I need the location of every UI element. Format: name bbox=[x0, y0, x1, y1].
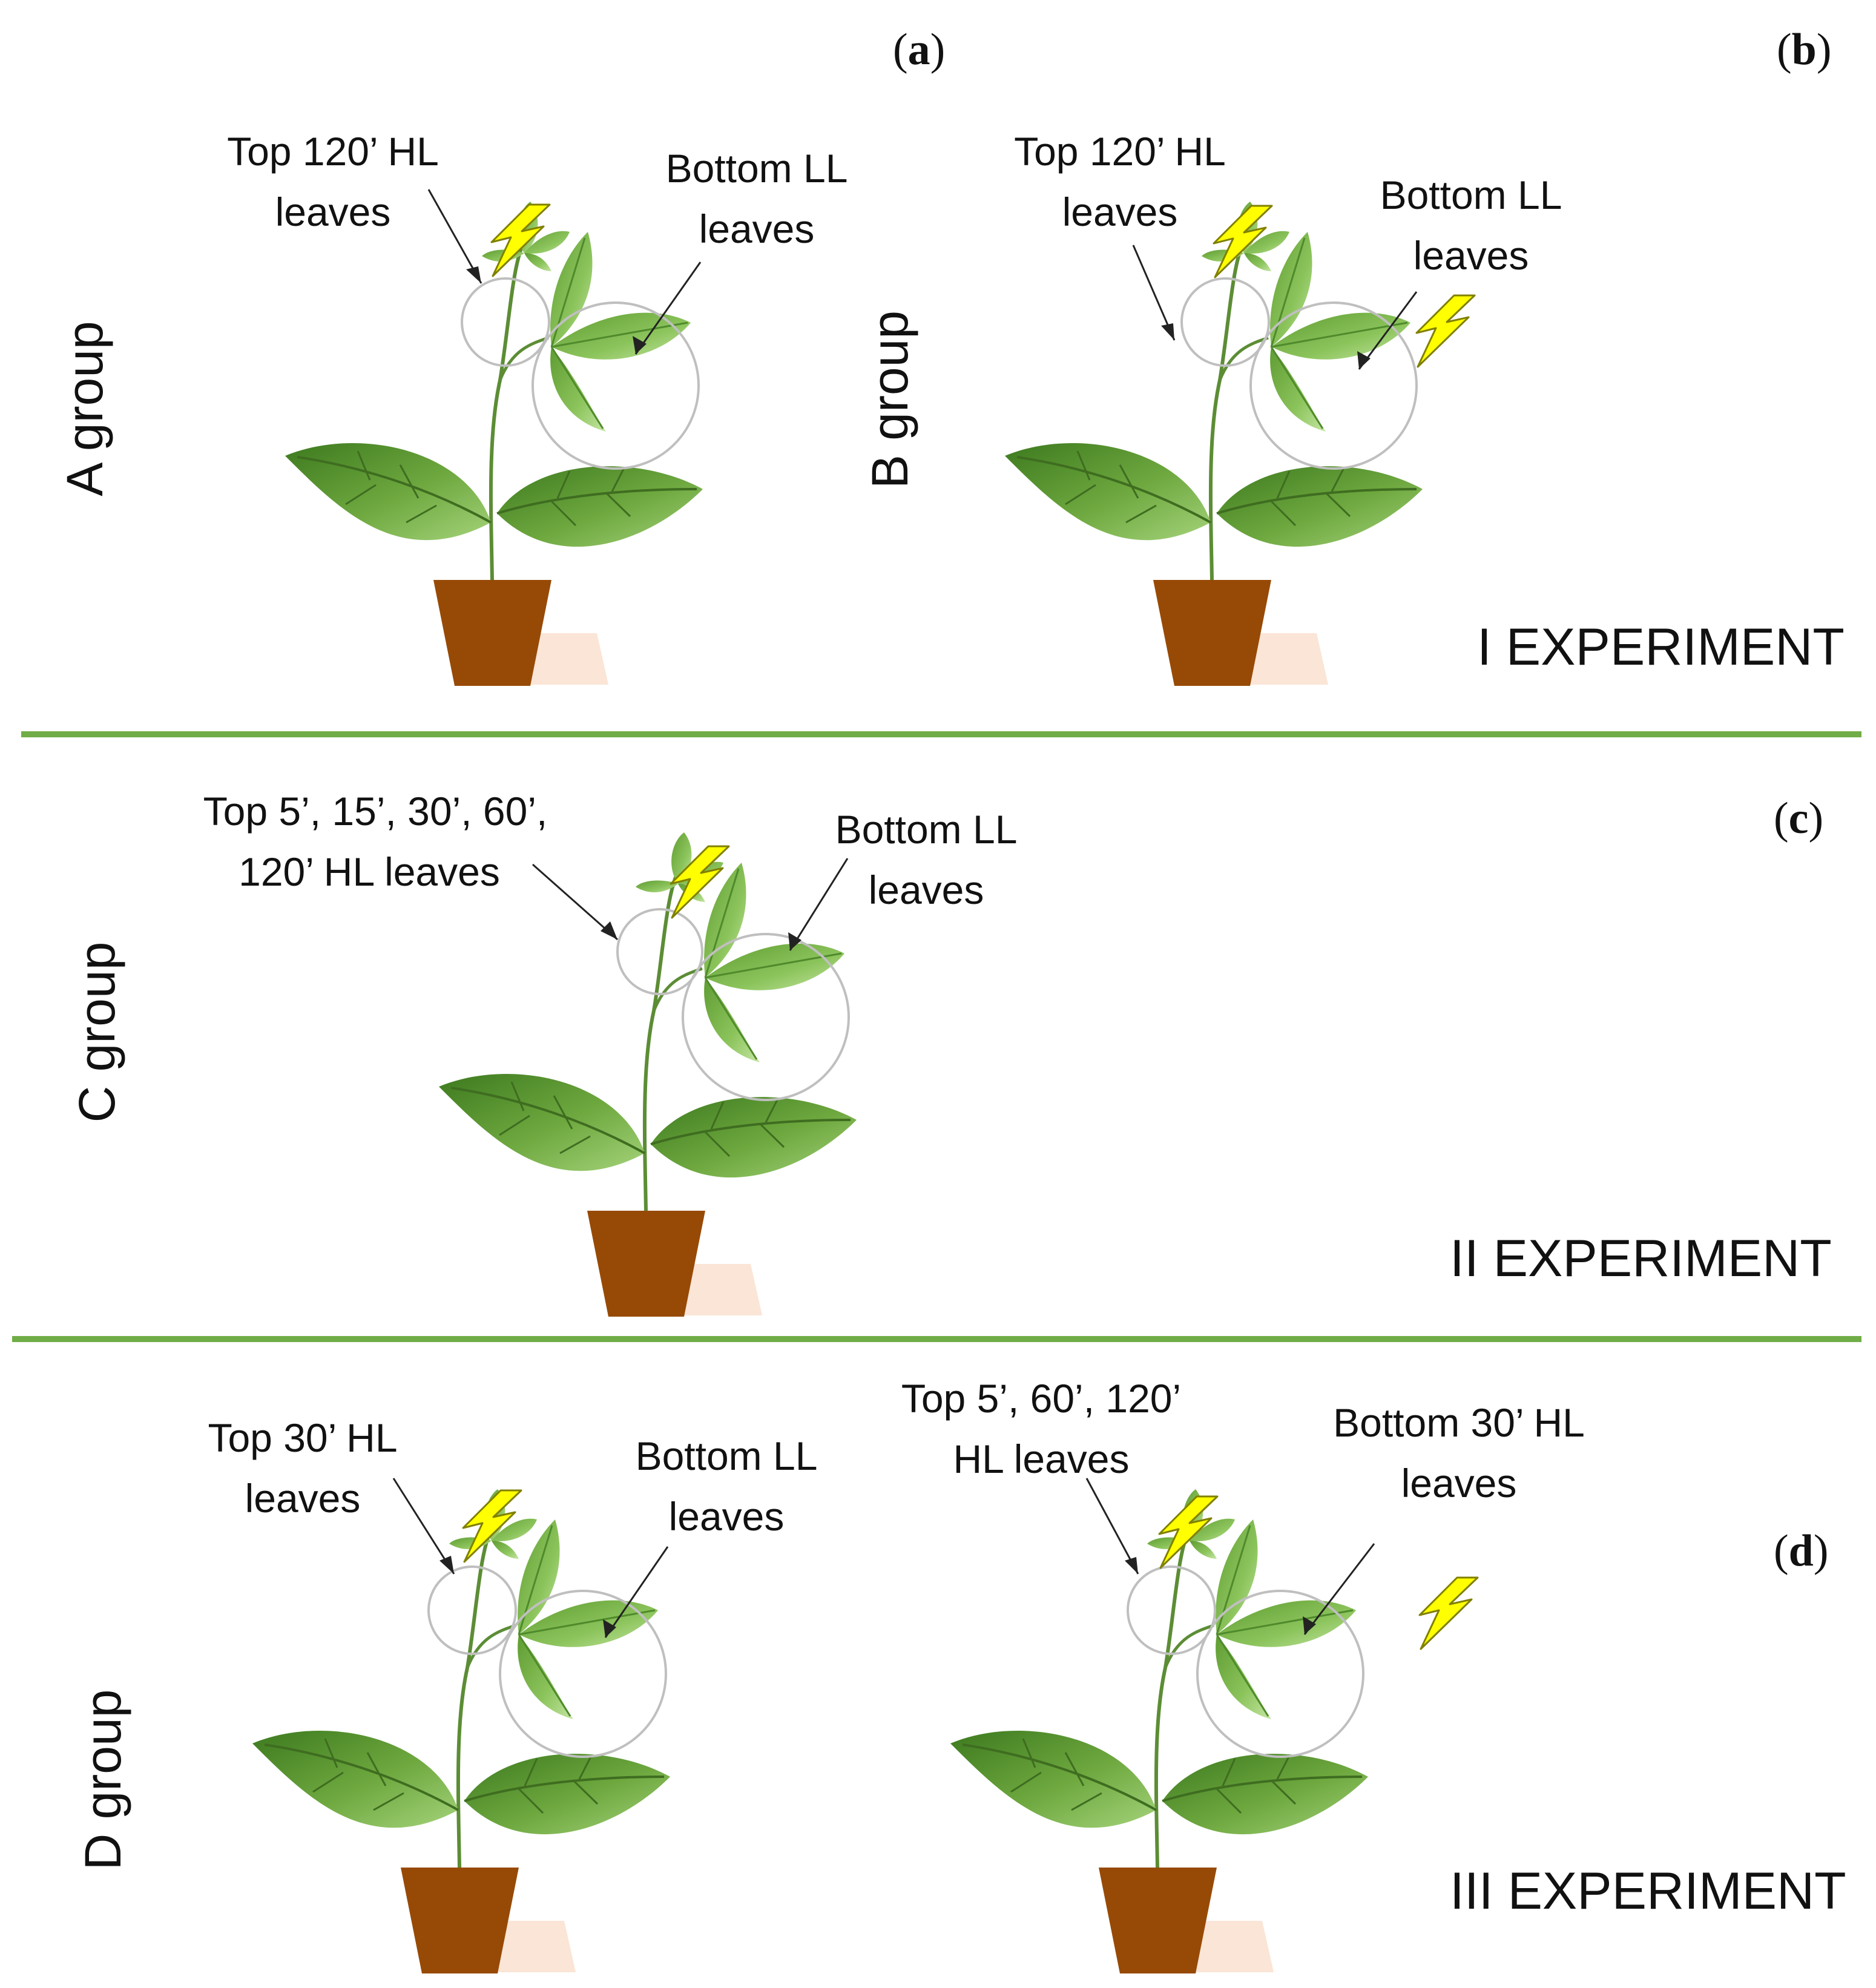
label-c-top: Top 5’, 15’, 30’, 60’,120’ HL leaves bbox=[203, 789, 548, 894]
group-label-d: D group bbox=[74, 1689, 131, 1871]
group-label-c: C group bbox=[68, 941, 125, 1123]
experiment-label-two: II EXPERIMENT bbox=[1450, 1229, 1832, 1288]
bottom-circle-b bbox=[1249, 301, 1418, 470]
bottom-circle-a bbox=[532, 301, 700, 470]
top-circle-b bbox=[1180, 277, 1270, 367]
arrowheads bbox=[439, 266, 1371, 1637]
bottom-circle-d2 bbox=[1196, 1590, 1364, 1758]
bottom-circle-c bbox=[682, 933, 850, 1101]
experiment-label-three: III EXPERIMENT bbox=[1450, 1862, 1846, 1920]
experiment-label-one: I EXPERIMENT bbox=[1477, 618, 1845, 676]
plant-a bbox=[285, 189, 703, 686]
bottom-circle-d1 bbox=[499, 1590, 667, 1758]
plant-b bbox=[1005, 202, 1476, 686]
panel-label-a: (a) bbox=[893, 25, 946, 74]
lightning-icon bbox=[1415, 294, 1476, 368]
group-label-b: B group bbox=[861, 310, 918, 489]
panel-label-c: (c) bbox=[1774, 794, 1824, 843]
panel-label-d: (d) bbox=[1774, 1526, 1829, 1576]
top-circle-c bbox=[616, 908, 703, 995]
top-circle-d2 bbox=[1127, 1565, 1216, 1655]
panel-label-b: (b) bbox=[1777, 25, 1832, 74]
top-circle-d1 bbox=[427, 1565, 517, 1655]
group-label-a: A group bbox=[56, 321, 113, 496]
plant-d2 bbox=[950, 1478, 1479, 1973]
lightning-icon bbox=[1418, 1576, 1479, 1650]
plant-d1 bbox=[252, 1478, 670, 1973]
top-circle-a bbox=[461, 277, 550, 367]
plant-c bbox=[439, 832, 857, 1317]
label-d2-top: Top 5’, 60’, 120’HL leaves bbox=[901, 1376, 1182, 1481]
